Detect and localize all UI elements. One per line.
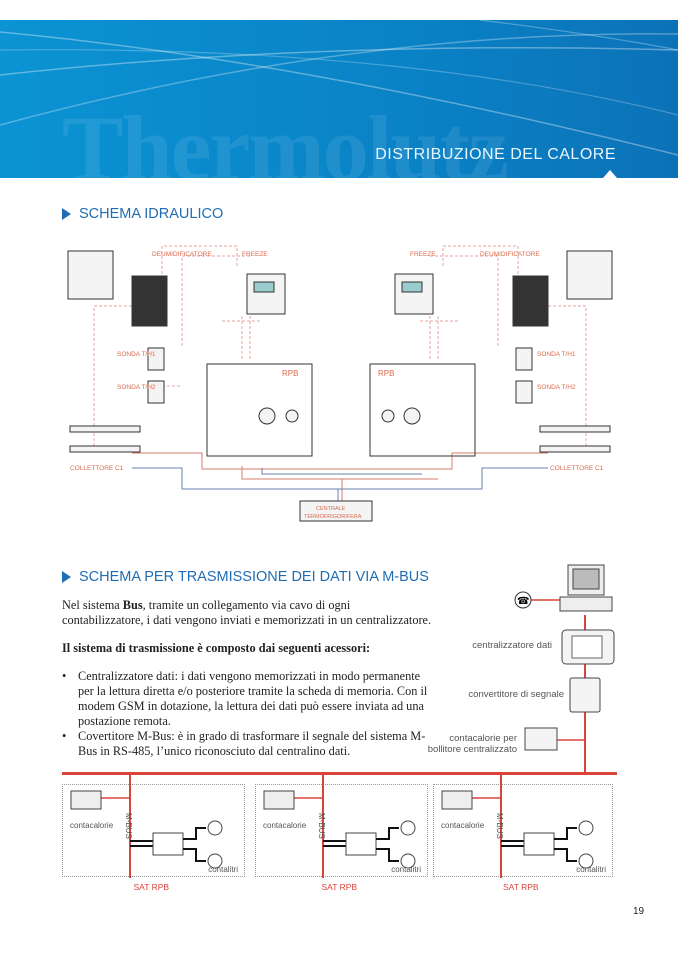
list-item: Centralizzatore dati: i dati vengono mem… bbox=[62, 669, 432, 729]
label-convertitore: convertitore di segnale bbox=[468, 689, 564, 700]
label-centralizzatore: centralizzatore dati bbox=[472, 640, 552, 651]
label-sonda1-left: SONDA T/H1 bbox=[117, 351, 156, 358]
label-deumidificatore-right: DEUMIDIFICATORE bbox=[480, 251, 540, 258]
section-title: DISTRIBUZIONE DEL CALORE bbox=[375, 146, 616, 163]
label-line: bollitore centralizzato bbox=[427, 744, 517, 755]
sat-unit-box: contacalorie M-BUS contalitri bbox=[255, 773, 428, 878]
hydraulic-diagram: DEUMIDIFICATORE FREEZE FREEZE DEUMIDIFIC… bbox=[67, 245, 613, 522]
phone-icon bbox=[514, 591, 532, 609]
svg-text:☎: ☎ bbox=[517, 596, 529, 607]
mbus-description: Nel sistema Bus, tramite un collegamento… bbox=[62, 598, 432, 759]
label-rpb-right: RPB bbox=[378, 369, 394, 378]
label-termofrigorifera: TERMOFRIGORIFERA bbox=[304, 514, 362, 520]
label-sonda2-right: SONDA T/H2 bbox=[537, 384, 576, 391]
label-mbus: M-BUS bbox=[317, 813, 326, 839]
label-sonda1-right: SONDA T/H1 bbox=[537, 351, 576, 358]
sat-rpb-label: SAT RPB bbox=[133, 882, 170, 892]
label-centrale: CENTRALE bbox=[316, 506, 346, 512]
header-banner bbox=[0, 20, 678, 178]
sat-unit-diagram bbox=[441, 773, 594, 878]
decorative-curves bbox=[0, 20, 678, 156]
water-meter-icon bbox=[578, 853, 594, 869]
heading-text: SCHEMA PER TRASMISSIONE DEI DATI VIA M-B… bbox=[79, 569, 429, 585]
computer-icon bbox=[559, 596, 613, 612]
label-line: contacalorie per bbox=[449, 733, 517, 744]
label-freeze-right: FREEZE bbox=[410, 251, 436, 258]
pulse-module-icon bbox=[523, 832, 555, 856]
signal-converter-icon bbox=[569, 677, 601, 713]
label-contalitri: contalitri bbox=[208, 865, 238, 874]
triangle-bullet-icon bbox=[62, 571, 71, 583]
mbus-hierarchy-diagram: ☎ bbox=[514, 564, 615, 775]
banner-notch bbox=[603, 170, 617, 178]
label-rpb-left: RPB bbox=[282, 369, 298, 378]
label-contalitri: contalitri bbox=[576, 865, 606, 874]
sat-rpb-label: SAT RPB bbox=[321, 882, 358, 892]
water-meter-icon bbox=[207, 853, 223, 869]
label-contacalorie: contacalorie bbox=[263, 821, 307, 830]
list-item: Covertitore M-Bus: è in grado di trasfor… bbox=[62, 729, 432, 759]
water-meter-icon bbox=[400, 820, 416, 836]
label-contalitri: contalitri bbox=[391, 865, 421, 874]
intro-text: Nel sistema bbox=[62, 598, 123, 612]
label-mbus: M-BUS bbox=[495, 813, 504, 839]
pulse-module-icon bbox=[345, 832, 377, 856]
water-meter-icon bbox=[207, 820, 223, 836]
sat-unit-diagram bbox=[263, 773, 416, 878]
label-deumidificatore-left: DEUMIDIFICATORE bbox=[152, 251, 212, 258]
heading-schema-idraulico: SCHEMA IDRAULICO bbox=[62, 206, 223, 222]
heat-meter-icon bbox=[70, 790, 102, 810]
page-number: 19 bbox=[633, 906, 645, 917]
heat-meter-icon bbox=[524, 727, 558, 751]
subheading: Il sistema di trasmissione è composto da… bbox=[62, 641, 371, 655]
label-freeze-left: FREEZE bbox=[242, 251, 268, 258]
heat-meter-icon bbox=[263, 790, 295, 810]
brand-watermark: Thermolutz bbox=[62, 97, 509, 199]
accessory-list: Centralizzatore dati: i dati vengono mem… bbox=[62, 669, 432, 759]
heat-meter-icon bbox=[441, 790, 473, 810]
label-mbus: M-BUS bbox=[124, 813, 133, 839]
intro-paragraph: Nel sistema Bus, tramite un collegamento… bbox=[62, 598, 432, 628]
sat-rpb-label: SAT RPB bbox=[503, 882, 539, 892]
mbus-main-line bbox=[62, 772, 617, 775]
label-contacalorie: contacalorie bbox=[441, 821, 485, 830]
pulse-module-icon bbox=[152, 832, 184, 856]
heading-text: SCHEMA IDRAULICO bbox=[79, 206, 224, 222]
water-meter-icon bbox=[400, 853, 416, 869]
label-collettore-left: COLLETTORE C1 bbox=[70, 465, 124, 472]
intro-bold: Bus bbox=[122, 598, 143, 612]
heading-mbus: SCHEMA PER TRASMISSIONE DEI DATI VIA M-B… bbox=[62, 569, 429, 585]
label-collettore-right: COLLETTORE C1 bbox=[550, 465, 604, 472]
sat-unit-box: contacalorie M-BUS contalitri bbox=[433, 773, 613, 878]
sat-unit-box: contacalorie M-BUS contalitri bbox=[62, 773, 245, 878]
water-meter-icon bbox=[578, 820, 594, 836]
sat-unit-diagram bbox=[70, 773, 223, 878]
triangle-bullet-icon bbox=[62, 208, 71, 220]
label-sonda2-left: SONDA T/H2 bbox=[117, 384, 156, 391]
intro-text: , tramite un collegamento via cavo di og… bbox=[62, 598, 432, 627]
label-contacalorie: contacalorie bbox=[70, 821, 114, 830]
